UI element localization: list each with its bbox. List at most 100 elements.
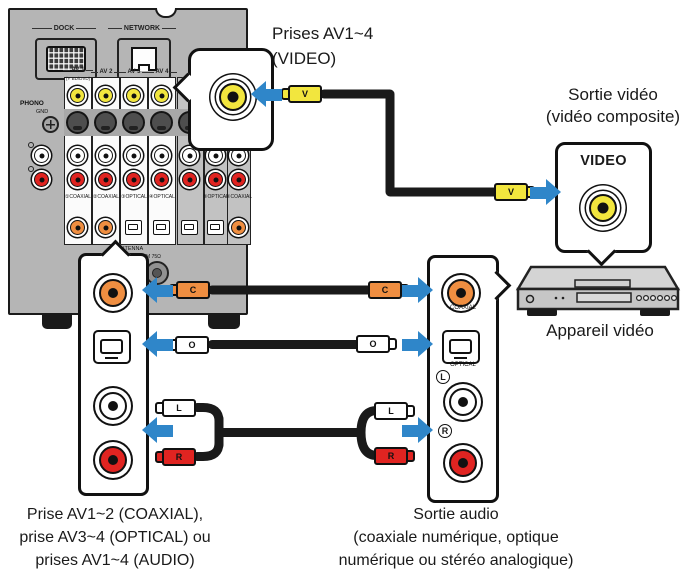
receiver-foot-left bbox=[42, 313, 72, 329]
device-dot-2 bbox=[561, 296, 565, 300]
network-label: NETWORK bbox=[108, 25, 176, 32]
stereo-cable-left-r bbox=[192, 438, 224, 461]
av1-label: AV 1 bbox=[63, 67, 93, 73]
arrow-optical-to-device bbox=[402, 331, 433, 358]
col7-coaxial-jack bbox=[231, 220, 246, 235]
av1-sublabel: (Y BD/DVD) bbox=[65, 76, 91, 81]
av4-io-label: ④OPTICAL bbox=[149, 194, 175, 200]
source-coaxial-jack bbox=[447, 279, 475, 307]
av1-coaxial-jack bbox=[70, 220, 85, 235]
source-optical-jack bbox=[442, 330, 480, 364]
svideo-jack-4 bbox=[150, 111, 173, 134]
phono-mark-l bbox=[28, 142, 34, 148]
svideo-jack-3 bbox=[122, 111, 145, 134]
dock-port-box bbox=[35, 38, 97, 80]
optical-plug-right: O bbox=[356, 335, 397, 353]
caption-av-video: Prises AV1~4 (VIDEO) bbox=[272, 21, 373, 71]
caption-video-out-line2: (vidéo composite) bbox=[545, 107, 681, 126]
device-dot-1 bbox=[554, 296, 558, 300]
arrow-stereo-to-receiver bbox=[142, 417, 173, 444]
optical-plug-left: O bbox=[168, 336, 209, 354]
caption-audio-out: Sortie audio (coaxiale numérique, optiqu… bbox=[327, 503, 585, 572]
fm-label: FM 75Ω bbox=[143, 254, 161, 260]
av-video-jack-large bbox=[219, 83, 247, 111]
av1-label-text: AV 1 bbox=[71, 67, 85, 73]
av3-label: AV 3 bbox=[119, 69, 149, 75]
caption-audio-in: Prise AV1~2 (COAXIAL), prise AV3~4 (OPTI… bbox=[14, 503, 216, 572]
device-button-6 bbox=[671, 294, 678, 301]
receiver-audio-l-jack bbox=[99, 392, 127, 420]
phono-jack-left bbox=[34, 148, 49, 163]
col5-audio-l-jack bbox=[182, 148, 197, 163]
stereo-cable-left-l bbox=[192, 403, 224, 426]
dock-label: DOCK bbox=[32, 25, 96, 32]
av2-label-text: AV 2 bbox=[99, 69, 113, 75]
av1-audio-l-jack bbox=[70, 148, 85, 163]
av4-optical-jack bbox=[153, 220, 170, 235]
av3-column: AV 3 ③OPTICAL bbox=[120, 69, 148, 245]
av1-io-label: ①COAXIAL bbox=[64, 194, 92, 200]
av3-audio-r-jack bbox=[126, 172, 141, 187]
col5-audio-r-jack bbox=[182, 172, 197, 187]
av3-label-text: AV 3 bbox=[127, 69, 141, 75]
av2-column: AV 2 ②COAXIAL bbox=[92, 69, 120, 245]
source-audio-r-jack bbox=[449, 449, 477, 477]
left-channel-label: L bbox=[436, 370, 450, 384]
col5-optical-jack bbox=[181, 220, 198, 235]
caption-audio-in-line3: prises AV1~4 (AUDIO) bbox=[35, 552, 195, 569]
device-button-5 bbox=[664, 294, 671, 301]
arrow-optical-to-receiver bbox=[142, 331, 173, 358]
device-button-4 bbox=[657, 294, 664, 301]
av3-optical-jack bbox=[125, 220, 142, 235]
av1-audio-r-jack bbox=[70, 172, 85, 187]
arrow-coaxial-to-receiver bbox=[142, 277, 173, 304]
av1-column: AV 1 (Y BD/DVD) ①COAXIAL bbox=[64, 67, 92, 245]
caption-video-out: Sortie vidéo (vidéo composite) bbox=[533, 84, 685, 128]
caption-device: Appareil vidéo bbox=[518, 318, 682, 343]
av2-audio-r-jack bbox=[98, 172, 113, 187]
source-audio-l-jack bbox=[449, 388, 477, 416]
arrow-stereo-to-device bbox=[402, 417, 433, 444]
caption-av-video-line1: Prises AV1~4 bbox=[272, 24, 374, 43]
av3-video-jack bbox=[126, 88, 141, 103]
video-cable bbox=[319, 89, 505, 197]
coaxial-plug-left: C bbox=[169, 281, 210, 299]
coaxial-label: COAXIAL bbox=[449, 305, 476, 311]
panel-notch bbox=[155, 8, 177, 18]
device-power-button bbox=[525, 294, 535, 304]
receiver-foot-right bbox=[208, 313, 240, 329]
antenna-label: ANTENNA bbox=[116, 246, 144, 252]
source-audio-callout: COAXIAL OPTICAL L R bbox=[427, 255, 512, 503]
callout-pointer-down bbox=[586, 236, 617, 267]
av2-coaxial-jack bbox=[98, 220, 113, 235]
receiver-audio-r-jack bbox=[99, 446, 127, 474]
col6-optical-jack bbox=[207, 220, 224, 235]
device-foot-right bbox=[640, 309, 670, 316]
caption-audio-out-line3: numérique ou stéréo analogique) bbox=[338, 552, 574, 569]
arrow-video-to-receiver bbox=[251, 81, 282, 108]
dock-label-text: DOCK bbox=[53, 25, 75, 32]
col7-audio-r-jack bbox=[231, 172, 246, 187]
caption-audio-out-line1: Sortie audio bbox=[413, 506, 499, 523]
callout-pointer-right bbox=[481, 270, 512, 301]
col6-audio-r-jack bbox=[208, 172, 223, 187]
video-jack-label: VIDEO bbox=[580, 153, 627, 169]
stereo-r-plug-right: R bbox=[374, 447, 415, 465]
optical-label: OPTICAL bbox=[450, 362, 476, 368]
col6-io-label: ⑤OPTICAL bbox=[203, 194, 229, 200]
phono-label: PHONO bbox=[20, 100, 44, 107]
stereo-r-plug-left: R bbox=[155, 448, 196, 466]
caption-audio-in-line2: prise AV3~4 (OPTICAL) ou bbox=[19, 529, 211, 546]
device-foot-left bbox=[527, 309, 557, 316]
svideo-jack-1 bbox=[66, 111, 89, 134]
device-button-3 bbox=[650, 294, 657, 301]
arrow-video-to-device bbox=[530, 179, 561, 206]
av4-label-text: AV 4 bbox=[155, 69, 169, 75]
gnd-screw bbox=[42, 116, 59, 133]
right-channel-label: R bbox=[438, 424, 452, 438]
video-out-jack bbox=[589, 194, 617, 222]
caption-device-text: Appareil vidéo bbox=[546, 321, 654, 340]
av2-label: AV 2 bbox=[91, 69, 121, 75]
caption-audio-in-line1: Prise AV1~2 (COAXIAL), bbox=[26, 506, 204, 523]
